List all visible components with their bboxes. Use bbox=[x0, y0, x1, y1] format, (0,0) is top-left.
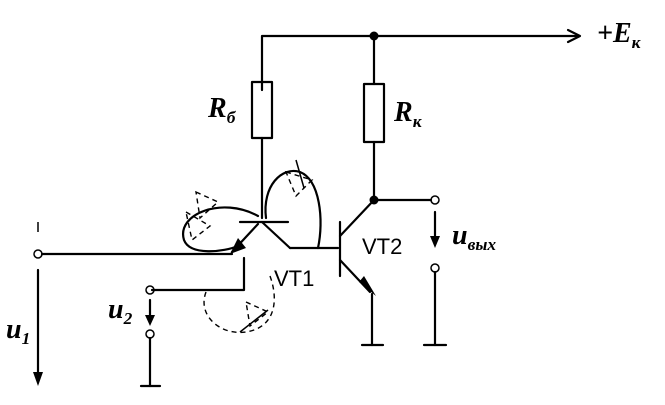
arc-right-solid bbox=[264, 169, 322, 250]
supply-label-main: +E bbox=[597, 18, 632, 49]
u1-arrow-head bbox=[33, 372, 43, 386]
marker-right-stem bbox=[295, 159, 305, 189]
vt1-label: VT1 bbox=[274, 266, 315, 291]
u2-wire bbox=[150, 256, 246, 292]
marker-left-2 bbox=[184, 210, 212, 242]
marker-lower bbox=[245, 300, 270, 328]
vt2-collector bbox=[338, 198, 376, 238]
uout-label-sub: вых bbox=[467, 235, 497, 255]
rk-label-sub: к bbox=[412, 112, 422, 132]
u2-terminal-top bbox=[145, 285, 155, 295]
u1-label-main: u bbox=[6, 314, 22, 345]
u2-terminal-bottom bbox=[145, 329, 155, 339]
arc-left-solid bbox=[182, 206, 260, 253]
supply-label-sub: к bbox=[631, 33, 641, 53]
uout-label-main: u bbox=[452, 220, 468, 251]
rb-label-sub: б bbox=[226, 108, 236, 128]
resistor-rk bbox=[362, 82, 386, 144]
uout-label: uвых bbox=[452, 220, 496, 254]
u2-arrow-head bbox=[145, 315, 155, 326]
vt2-emitter-arrow bbox=[359, 276, 376, 296]
u2-label: u2 bbox=[108, 294, 132, 328]
rb-label-main: R bbox=[208, 93, 227, 124]
marker-left bbox=[195, 190, 220, 220]
marker-lower-stem bbox=[239, 309, 269, 333]
vt1-collector bbox=[260, 220, 292, 250]
u1-label-sub: 1 bbox=[21, 329, 31, 349]
arc-lower-dashed bbox=[203, 275, 275, 334]
u2-label-sub: 2 bbox=[123, 309, 133, 329]
rk-label: Rк bbox=[394, 97, 422, 131]
supply-label: +Eк bbox=[597, 18, 640, 52]
rb-label: Rб bbox=[208, 93, 235, 127]
supply-arrow-head bbox=[566, 28, 582, 44]
marker-right bbox=[284, 170, 314, 198]
input-terminal bbox=[33, 249, 43, 259]
u2-label-main: u bbox=[108, 294, 124, 325]
vt2-label: VT2 bbox=[362, 234, 403, 259]
output-terminal-bottom bbox=[430, 263, 440, 273]
supply-rail bbox=[260, 34, 580, 92]
uout-arrow-head bbox=[430, 236, 440, 248]
rk-label-main: R bbox=[394, 97, 413, 128]
u1-label: u1 bbox=[6, 314, 30, 348]
output-terminal-top bbox=[430, 195, 440, 205]
